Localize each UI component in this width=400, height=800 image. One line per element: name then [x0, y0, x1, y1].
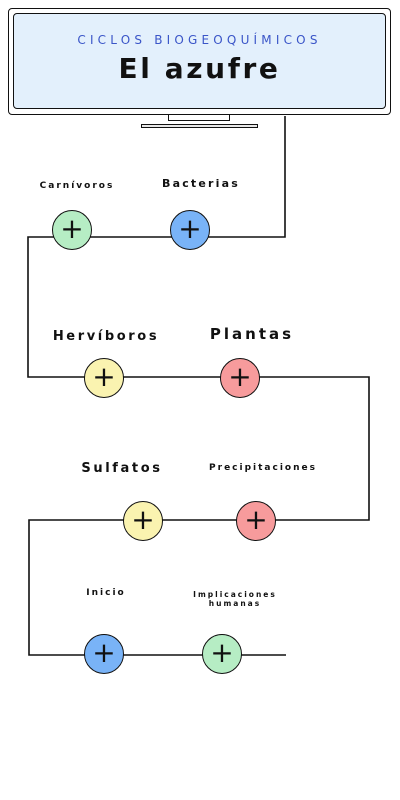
label-carnivoros: Carnívoros	[39, 181, 115, 191]
node-inicio[interactable]: +	[84, 634, 124, 674]
page-subtitle: CICLOS BIOGEOQUÍMICOS	[77, 33, 322, 47]
node-carnivoros[interactable]: +	[52, 210, 92, 250]
label-inicio: Inicio	[86, 588, 126, 598]
plus-icon: +	[92, 359, 116, 393]
label-bacterias: Bacterias	[161, 177, 240, 190]
plus-icon: +	[92, 635, 116, 669]
page-title: El azufre	[118, 52, 281, 85]
node-plantas[interactable]: +	[220, 358, 260, 398]
label-precipitaciones: Precipitaciones	[209, 463, 317, 473]
node-bacterias[interactable]: +	[170, 210, 210, 250]
label-sulfatos: Sulfatos	[81, 461, 163, 476]
node-herviboros[interactable]: +	[84, 358, 124, 398]
connector-line	[27, 116, 370, 656]
plus-icon: +	[60, 211, 84, 245]
label-implicaciones-humanas: Implicaciones humanas	[193, 590, 277, 608]
monitor-base	[141, 124, 258, 128]
monitor-screen: CICLOS BIOGEOQUÍMICOS El azufre	[13, 13, 386, 109]
node-sulfatos[interactable]: +	[123, 501, 163, 541]
monitor-stand	[168, 115, 230, 121]
plus-icon: +	[210, 635, 234, 669]
plus-icon: +	[178, 211, 202, 245]
plus-icon: +	[244, 502, 268, 536]
label-plantas: Plantas	[209, 325, 295, 343]
monitor-frame: CICLOS BIOGEOQUÍMICOS El azufre	[8, 8, 391, 115]
label-herviboros: Hervíboros	[52, 329, 160, 344]
node-implicaciones-humanas[interactable]: +	[202, 634, 242, 674]
node-precipitaciones[interactable]: +	[236, 501, 276, 541]
plus-icon: +	[131, 502, 155, 536]
plus-icon: +	[228, 359, 252, 393]
